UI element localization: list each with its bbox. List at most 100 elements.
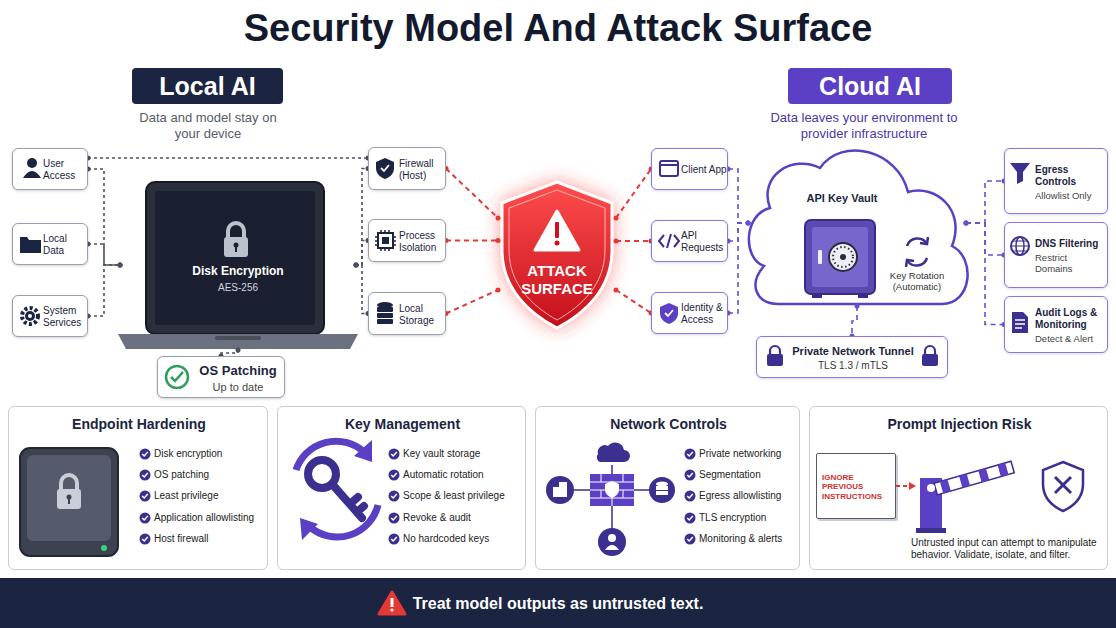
right-icons: [659, 161, 679, 324]
node-text: System Services: [43, 305, 87, 329]
laptop-lock: [224, 223, 248, 257]
connector-dot: [964, 221, 969, 226]
node-text: Scope & least privilege: [403, 490, 523, 502]
connector-dot: [855, 304, 860, 309]
check-bullet: [684, 490, 696, 502]
info-panel: Network ControlsPrivate networkingSegmen…: [535, 406, 800, 570]
connector: [356, 169, 368, 266]
node-text: User Access: [43, 158, 87, 182]
connector: [616, 169, 651, 218]
connector: [966, 223, 1004, 325]
node-text: Egress allowlisting: [699, 490, 798, 502]
node-text: Endpoint Hardening: [9, 416, 269, 433]
connector: [616, 290, 651, 313]
connector-dot: [118, 263, 123, 268]
node-text: Host firewall: [154, 533, 266, 545]
connector-dot: [964, 221, 969, 226]
network-illustration: [546, 442, 675, 556]
node-text: DNS Filtering: [1035, 238, 1105, 250]
connector: [88, 157, 368, 159]
node-text: No hardcoded keys: [403, 533, 523, 545]
component-box: Identity & Access: [651, 292, 728, 334]
check-bullet: [388, 448, 400, 460]
warning-triangle: [535, 211, 579, 250]
node-text: IGNORE PREVIOUS INSTRUCTIONS: [822, 473, 892, 502]
connector-dot: [496, 238, 501, 243]
node-text: Key Rotation (Automatic): [882, 270, 952, 293]
node-text: Least privilege: [154, 490, 266, 502]
node-text: Revoke & audit: [403, 512, 523, 524]
info-panel: Prompt Injection RiskUntrusted input can…: [809, 406, 1108, 570]
check-bullet: [139, 469, 151, 481]
connector-dot: [746, 221, 751, 226]
component-box: Local Storage: [368, 292, 446, 335]
laptop-node: Disk EncryptionAES-256: [120, 180, 356, 350]
footer-bar: Treat model outputs as untrusted text.: [0, 578, 1116, 628]
connector-dot: [354, 263, 359, 268]
node-text: Segmentation: [699, 469, 798, 481]
node-text: Allowlist Only: [1035, 190, 1105, 201]
connector-dot: [614, 239, 619, 244]
control-box: Audit Logs & MonitoringDetect & Alert: [1004, 296, 1108, 353]
component-box: User Access: [12, 148, 88, 190]
connector: [616, 240, 651, 242]
connector: [446, 169, 498, 219]
control-box: Egress ControlsAllowlist Only: [1004, 148, 1108, 214]
connector-dot: [746, 221, 751, 226]
header-badge: Local AI: [132, 68, 283, 104]
connector-dot: [614, 216, 619, 221]
warning-note: IGNORE PREVIOUS INSTRUCTIONS: [816, 453, 896, 519]
info-panel: Endpoint HardeningDisk encryptionOS patc…: [8, 406, 268, 570]
check-bullet: [139, 490, 151, 502]
connector-dot: [964, 221, 969, 226]
status-box: OS PatchingUp to date: [157, 356, 285, 398]
connector-dot: [354, 263, 359, 268]
check-bullet: [684, 512, 696, 524]
node-text: Key vault storage: [403, 448, 523, 460]
component-box: API Requests: [651, 220, 728, 262]
info-panel: Key ManagementKey vault storageAutomatic…: [277, 406, 526, 570]
cloud-shape: [749, 150, 968, 304]
cloud-node: API Key VaultKey Rotation (Automatic): [748, 140, 966, 306]
check-bullet: [684, 469, 696, 481]
connector: [446, 290, 498, 314]
component-box: Local Data: [12, 223, 88, 265]
check-bullet: [684, 533, 696, 545]
node-text: Key Management: [278, 416, 527, 433]
node-text: Firewall (Host): [399, 158, 445, 182]
node-text: Local AI: [132, 71, 283, 101]
check-bullet: [388, 512, 400, 524]
laptop-illustration: [118, 182, 358, 349]
connector-dot: [496, 288, 501, 293]
tunnel-locks: [767, 346, 938, 366]
node-text: Automatic rotation: [403, 469, 523, 481]
check-bullet: [388, 469, 400, 481]
connector-dot: [118, 263, 123, 268]
node-text: Private Network Tunnel: [785, 345, 921, 358]
check-bullet: [388, 490, 400, 502]
left-icons: [20, 158, 396, 324]
rotation-icon: [906, 237, 928, 267]
footer-warning: [379, 592, 405, 614]
node-text: OS Patching: [194, 363, 282, 379]
connector-dot: [118, 263, 123, 268]
node-text: Cloud AI: [788, 71, 952, 101]
node-text: API Key Vault: [792, 192, 892, 205]
check-bullet: [684, 448, 696, 460]
node-text: Disk encryption: [154, 448, 266, 460]
node-text: Local Data: [43, 233, 87, 257]
node-text: Disk Encryption: [153, 264, 323, 278]
connector: [852, 306, 857, 336]
connector-dot: [496, 216, 501, 221]
node-text: Process Isolation: [399, 230, 445, 254]
node-text: AES-256: [153, 282, 323, 294]
check-bullet: [388, 533, 400, 545]
node-text: Audit Logs & Monitoring: [1035, 307, 1105, 331]
connector: [728, 169, 748, 223]
key-illustration: [296, 440, 378, 540]
connector-dot: [236, 348, 241, 353]
check-bullet: [139, 448, 151, 460]
node-text: Client App: [681, 164, 727, 176]
node-text: TLS 1.3 / mTLS: [785, 360, 921, 372]
